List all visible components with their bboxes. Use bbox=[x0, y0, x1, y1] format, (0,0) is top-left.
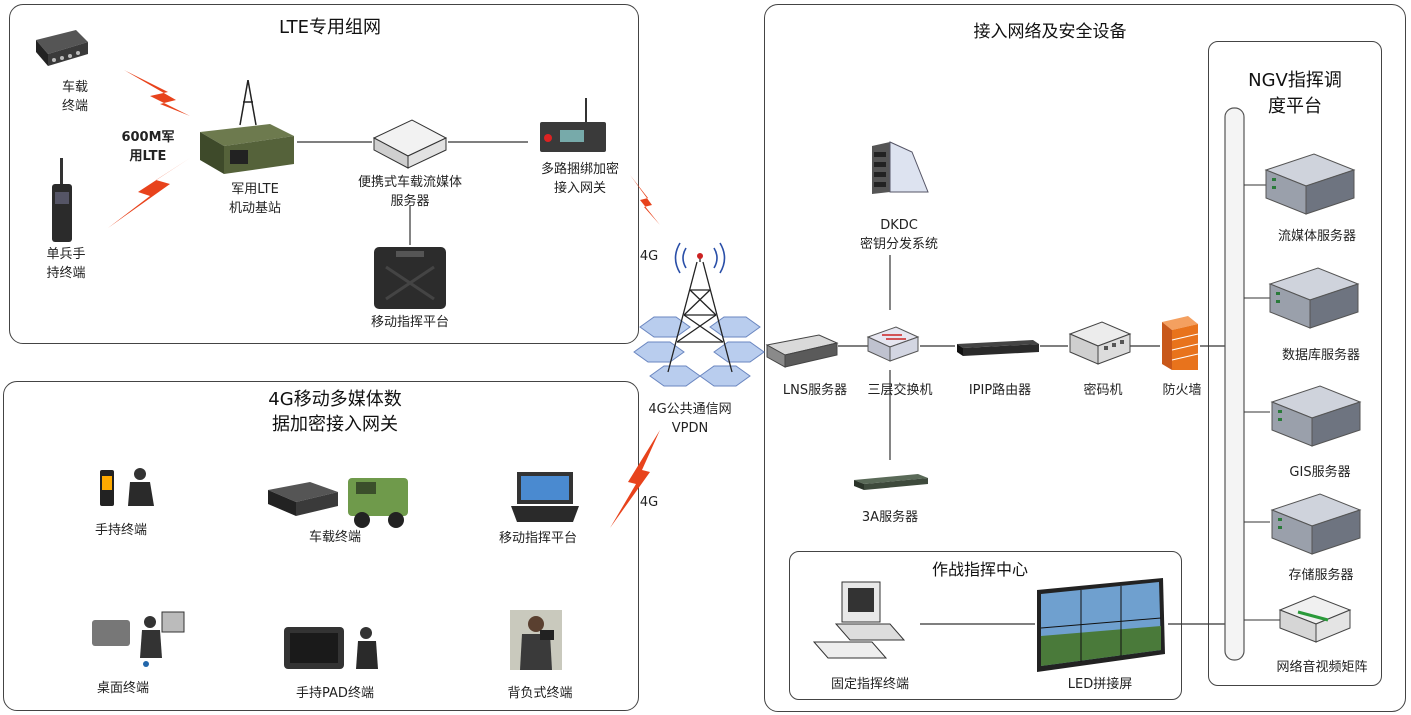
gis-label: GIS服务器 bbox=[1289, 465, 1351, 480]
firewall-label: 防火墙 bbox=[1162, 383, 1202, 398]
lte-panel-title: LTE专用组网 bbox=[279, 17, 381, 38]
vehicle-terminal-icon bbox=[32, 22, 90, 68]
matrix-label: 网络音视频矩阵 bbox=[1276, 660, 1368, 675]
led-wall-icon bbox=[1035, 576, 1169, 674]
desktop-label: 桌面终端 bbox=[96, 681, 149, 696]
lns-label: LNS服务器 bbox=[782, 383, 848, 398]
laptop-platform-label: 移动指挥平台 bbox=[498, 531, 577, 546]
handheld-label: 手持终端 bbox=[94, 523, 147, 538]
media-server-label: 便携式车载流媒体 服务器 bbox=[357, 175, 462, 209]
pad-label: 手持PAD终端 bbox=[296, 686, 374, 701]
4g-link-label-top: 4G bbox=[639, 249, 659, 264]
encryption-gateway-label: 多路捆绑加密 接入网关 bbox=[540, 162, 619, 196]
mobile-platform-icon bbox=[372, 245, 448, 311]
crypto-label: 密码机 bbox=[1083, 383, 1123, 398]
aaa-label: 3A服务器 bbox=[861, 510, 919, 525]
vehicle-terminal-label: 车载 终端 bbox=[61, 80, 88, 114]
vehicle-truck-icon bbox=[266, 470, 416, 532]
vehicle-label: 车载终端 bbox=[308, 530, 361, 545]
dkdc-label: DKDC 密钥分发系统 bbox=[859, 218, 938, 252]
av-matrix-icon bbox=[1278, 594, 1352, 644]
base-station-label: 军用LTE 机动基站 bbox=[228, 182, 281, 216]
storage-server-icon bbox=[1270, 492, 1362, 556]
backpack-label: 背负式终端 bbox=[507, 686, 573, 701]
base-station-icon bbox=[200, 79, 296, 176]
streaming-server-icon bbox=[1264, 152, 1356, 216]
4g-link-label-bottom: 4G bbox=[639, 495, 659, 510]
ngv-panel-title: NGV指挥调 度平台 bbox=[1248, 70, 1342, 117]
fixed-terminal-icon bbox=[812, 578, 912, 662]
router-label: IPIP路由器 bbox=[968, 383, 1032, 398]
backpack-terminal-photo bbox=[510, 610, 562, 670]
encryption-gateway-icon bbox=[538, 98, 610, 154]
switch-label: 三层交换机 bbox=[867, 383, 933, 398]
crypto-device-icon bbox=[1068, 320, 1132, 366]
pad-icon bbox=[282, 625, 392, 671]
aaa-server-icon bbox=[852, 470, 930, 492]
database-server-icon bbox=[1268, 266, 1360, 330]
ipip-router-icon bbox=[955, 338, 1041, 358]
desktop-terminal-icon bbox=[90, 608, 190, 668]
database-label: 数据库服务器 bbox=[1281, 348, 1360, 363]
streaming-label: 流媒体服务器 bbox=[1277, 229, 1356, 244]
handheld-terminal-label: 单兵手 持终端 bbox=[46, 247, 86, 281]
lns-server-icon bbox=[765, 333, 839, 369]
dkdc-server-icon bbox=[866, 140, 932, 196]
4g-panel-title: 4G移动多媒体数 据加密接入网关 bbox=[268, 389, 402, 435]
mobile-platform-label: 移动指挥平台 bbox=[370, 315, 449, 330]
storage-label: 存储服务器 bbox=[1288, 568, 1354, 583]
rugged-laptop-icon bbox=[511, 470, 579, 524]
media-server-icon bbox=[372, 118, 448, 170]
vpdn-network-label: 4G公共通信网 VPDN bbox=[648, 402, 732, 436]
led-label: LED拼接屏 bbox=[1067, 677, 1133, 692]
firewall-icon bbox=[1160, 314, 1200, 372]
vpdn-network-graphic bbox=[633, 242, 765, 387]
layer3-switch-icon bbox=[866, 325, 920, 363]
handheld-radio-icon bbox=[50, 158, 74, 244]
handheld-phone-icon bbox=[98, 466, 158, 508]
lte-600m-label: 600M军 用LTE bbox=[121, 130, 175, 164]
gis-server-icon bbox=[1270, 384, 1362, 448]
command-center-title: 作战指挥中心 bbox=[931, 560, 1028, 579]
fixed-terminal-label: 固定指挥终端 bbox=[830, 677, 909, 692]
lte-network-panel bbox=[9, 4, 639, 344]
access-panel-title: 接入网络及安全设备 bbox=[973, 22, 1127, 42]
